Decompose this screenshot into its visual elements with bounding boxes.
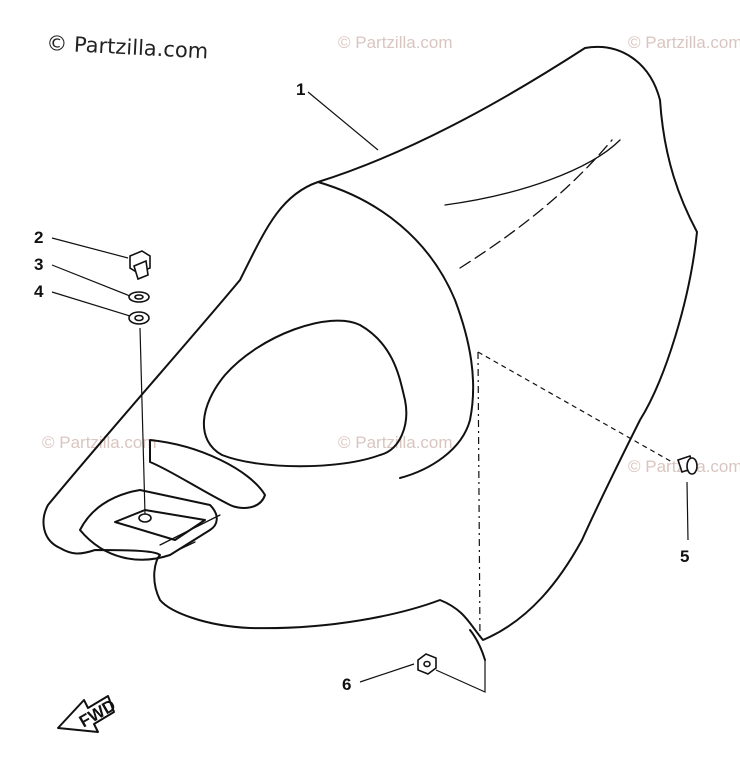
alignment-line: [477, 351, 673, 463]
callout-leader-3: [51, 264, 131, 297]
callout-4: 4: [34, 282, 44, 301]
callout-leader-6: [359, 663, 415, 683]
lock-washer-part: [128, 291, 150, 303]
callout-3: 3: [34, 255, 43, 274]
washer-part: [128, 311, 150, 325]
watermark: © Partzilla.com: [338, 433, 453, 452]
screw-part: [676, 454, 698, 475]
callout-1: 1: [296, 80, 305, 99]
callout-5: 5: [680, 547, 689, 566]
callout-6: 6: [342, 675, 351, 694]
copyright-text: © Partzilla.com: [46, 31, 209, 63]
watermark: © Partzilla.com: [628, 33, 740, 52]
callout-leader-1: [307, 91, 379, 151]
watermark: © Partzilla.com: [42, 433, 157, 452]
callout-leader-4: [51, 291, 131, 317]
seat-part: [42, 46, 698, 661]
callout-2: 2: [34, 228, 43, 247]
watermark: © Partzilla.com: [338, 33, 453, 52]
forward-arrow-icon: FWD: [57, 695, 119, 733]
nut-part: [417, 653, 437, 675]
alignment-line: [477, 351, 481, 641]
callout-leader-2: [51, 237, 129, 259]
screw-leader: [686, 481, 689, 541]
nut-leader: [435, 660, 486, 693]
mounting-hole: [138, 513, 152, 523]
assembly-leader: [139, 327, 146, 515]
bolt-part: [129, 250, 151, 281]
